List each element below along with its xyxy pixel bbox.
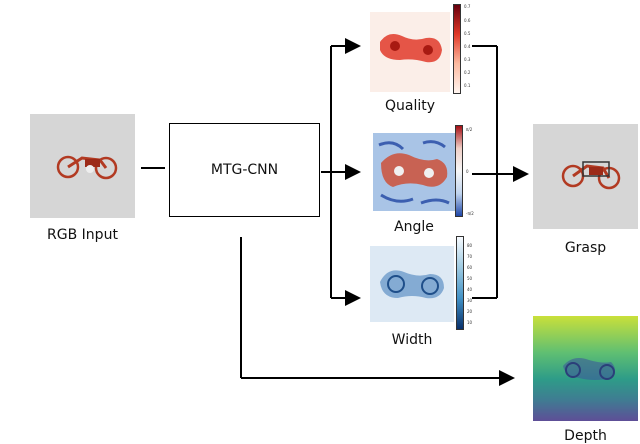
depth-image [533,316,638,421]
quality-tick: 0.4 [464,44,471,49]
quality-tick: 0.3 [464,57,471,62]
mtg-cnn-box: MTG-CNN [169,123,320,217]
angle-tick: 0 [466,169,469,174]
width-tick: 20 [467,309,473,314]
width-tick: 40 [467,287,473,292]
width-tick: 70 [467,254,473,259]
quality-map-image [370,12,450,92]
quality-tick: 0.1 [464,83,471,88]
width-tick: 50 [467,276,473,281]
quality-colorbar [453,4,461,94]
grasp-label: Grasp [564,240,607,256]
angle-label: Angle [394,219,434,235]
angle-map-image [373,133,455,211]
angle-tick: π/2 [466,127,473,132]
quality-tick: 0.5 [464,31,471,36]
grasp-image [533,124,638,229]
rgb-input-label: RGB Input [47,227,118,243]
quality-tick: 0.2 [464,70,471,75]
quality-label: Quality [384,98,436,114]
width-tick: 10 [467,320,473,325]
width-tick: 80 [467,243,473,248]
width-map-image [370,246,454,322]
angle-colorbar [455,125,463,217]
angle-tick: -π/2 [466,211,474,216]
width-label: Width [391,332,433,348]
depth-label: Depth [564,428,607,444]
mtg-cnn-label: MTG-CNN [210,162,279,178]
width-tick: 30 [467,298,473,303]
rgb-input-image [30,114,135,218]
quality-tick: 0.7 [464,4,471,9]
width-tick: 60 [467,265,473,270]
quality-tick: 0.6 [464,18,471,23]
width-colorbar [456,236,464,330]
